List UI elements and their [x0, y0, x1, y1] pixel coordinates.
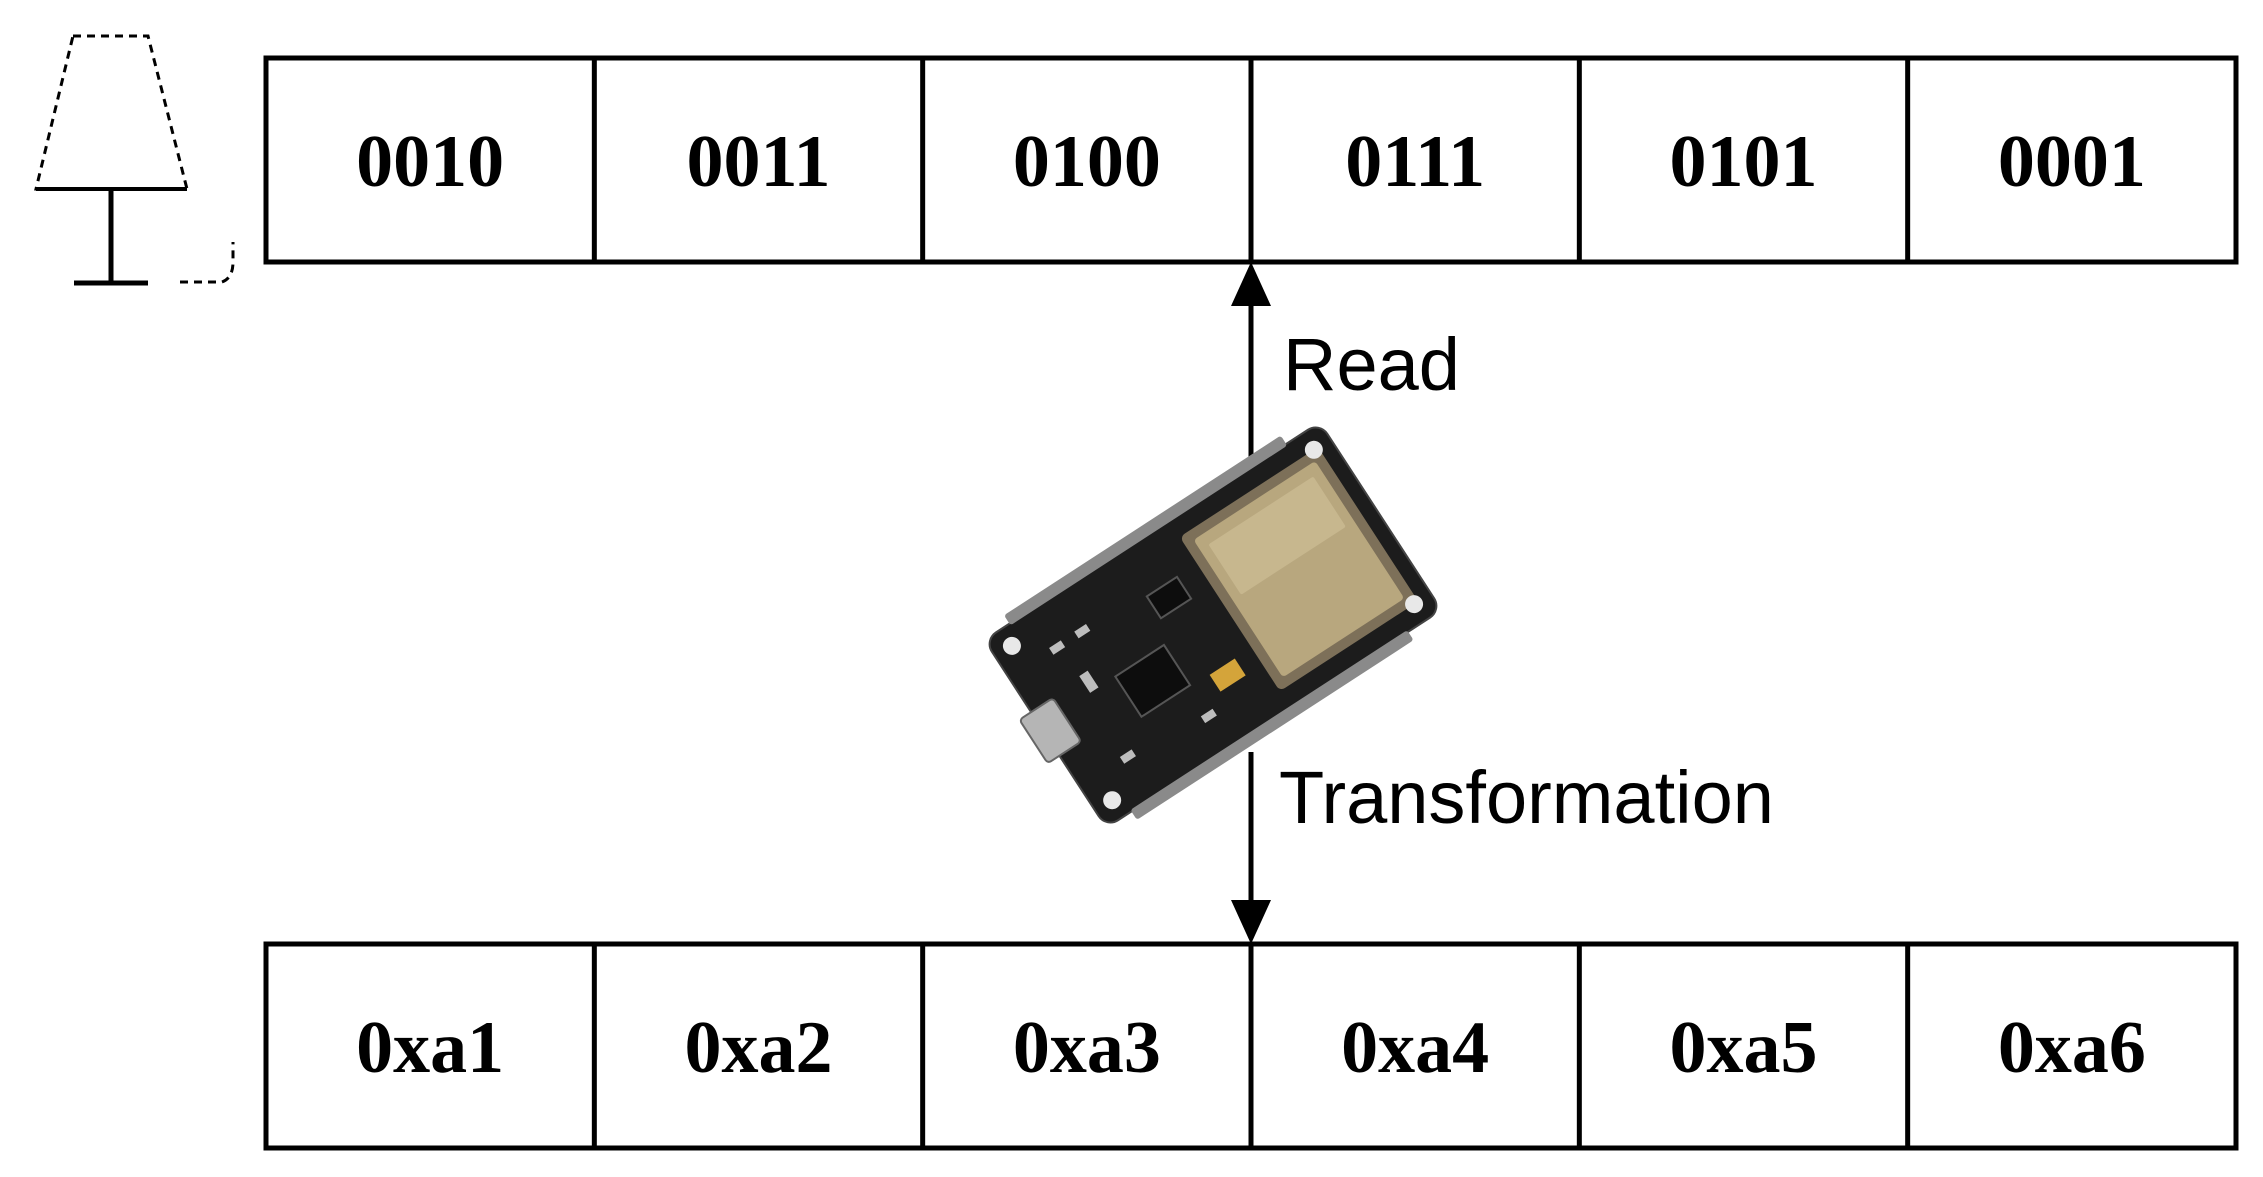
- transformation-label: Transformation: [1279, 756, 1774, 839]
- hex-cell-4: 0xa4: [1341, 1007, 1489, 1089]
- binary-cell-6: 0001: [1998, 121, 2146, 203]
- hex-cell-1: 0xa1: [356, 1007, 504, 1089]
- binary-cell-4: 0111: [1345, 121, 1485, 203]
- read-label: Read: [1283, 323, 1460, 406]
- binary-cell-5: 0101: [1670, 121, 1818, 203]
- hex-cell-6: 0xa6: [1998, 1007, 2146, 1089]
- microcontroller-board-icon: [988, 426, 1438, 824]
- read-arrow: [1231, 262, 1271, 478]
- binary-values-row: 0010 0011 0100 0111 0101 0001: [263, 55, 2239, 265]
- lamp-icon: [34, 34, 235, 286]
- hex-cell-2: 0xa2: [685, 1007, 833, 1089]
- binary-cell-1: 0010: [356, 121, 504, 203]
- binary-cell-2: 0011: [687, 121, 831, 203]
- hex-values-row: 0xa1 0xa2 0xa3 0xa4 0xa5 0xa6: [263, 941, 2239, 1151]
- transformation-arrow: [1231, 752, 1271, 944]
- binary-cell-3: 0100: [1013, 121, 1161, 203]
- hex-cell-3: 0xa3: [1013, 1007, 1161, 1089]
- hex-cell-5: 0xa5: [1670, 1007, 1818, 1089]
